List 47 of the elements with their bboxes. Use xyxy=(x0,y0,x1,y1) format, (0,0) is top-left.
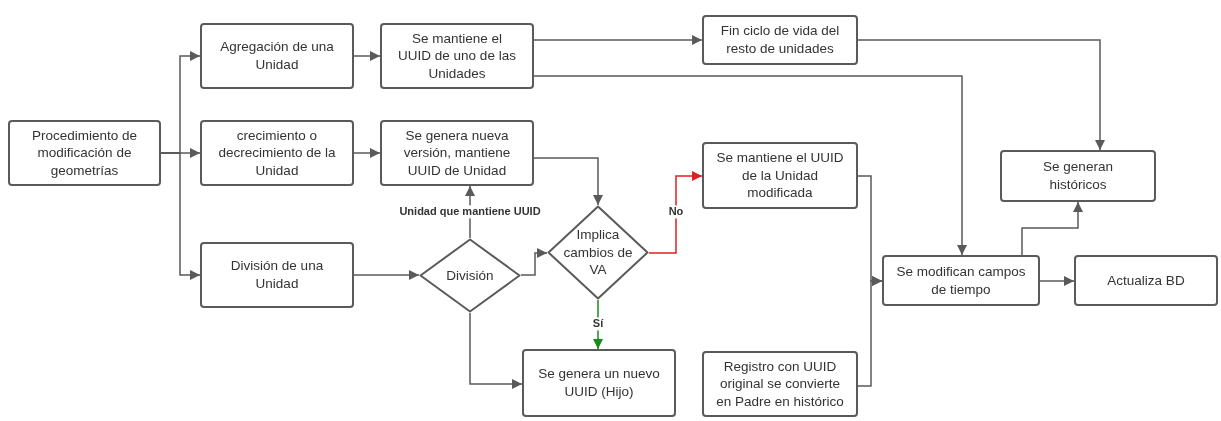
node-text: crecimiento o decrecimiento de la Unidad xyxy=(217,126,337,180)
arrow xyxy=(520,248,548,276)
node-text: Se genera un nuevo UUID (Hijo) xyxy=(537,365,661,401)
node-text: Se mantiene el UUID de uno de las Unidades xyxy=(397,29,517,83)
process-box xyxy=(1074,255,1218,306)
process-box xyxy=(8,120,161,186)
node-text: Procedimiento de modificación de geometrías xyxy=(30,126,139,180)
node-text: Se modifican campos de tiempo xyxy=(895,262,1027,299)
node-text: Actualiza BD xyxy=(1106,271,1186,290)
arrow xyxy=(533,157,603,206)
node-text: Registro con UUID original se convierte en Padre en histórico xyxy=(715,357,845,411)
edge-label: Unidad que mantiene UUID xyxy=(398,205,542,219)
node-text: Se mantiene el UUID de la Unidad modificada xyxy=(715,149,845,202)
process-box xyxy=(702,351,858,417)
arrow xyxy=(353,51,381,61)
node-text: Implica cambios de VA xyxy=(562,226,634,279)
process-box xyxy=(200,242,354,308)
process-box xyxy=(522,349,676,417)
arrow xyxy=(533,75,967,256)
arrow xyxy=(1039,276,1075,286)
decision-diamond xyxy=(547,205,649,300)
process-box xyxy=(200,120,354,186)
edge-label: Sí xyxy=(591,317,605,331)
arrow xyxy=(160,152,201,280)
process-box xyxy=(380,23,534,89)
node-text: División xyxy=(446,266,494,285)
process-box xyxy=(702,142,858,209)
arrow xyxy=(857,276,883,387)
arrow xyxy=(857,39,1105,151)
node-text: Se genera nueva versión, mantiene UUID de Unidad xyxy=(402,126,512,180)
arrow xyxy=(469,312,523,389)
arrow xyxy=(1021,201,1083,256)
arrow xyxy=(648,171,703,254)
decision-diamond xyxy=(419,238,521,313)
node-text: Se generan históricos xyxy=(1042,158,1114,194)
process-box xyxy=(380,120,534,186)
process-box xyxy=(200,23,354,89)
process-box xyxy=(1000,150,1156,202)
arrow xyxy=(353,270,420,280)
edge-label: No xyxy=(667,205,685,219)
process-box xyxy=(882,255,1040,306)
node-text: División de una Unidad xyxy=(229,257,325,293)
arrow xyxy=(533,35,703,45)
node-text: Agregación de una Unidad xyxy=(219,38,335,74)
process-box xyxy=(702,15,858,65)
node-text: Fin ciclo de vida del resto de unidades xyxy=(719,22,841,58)
arrow xyxy=(353,148,381,158)
